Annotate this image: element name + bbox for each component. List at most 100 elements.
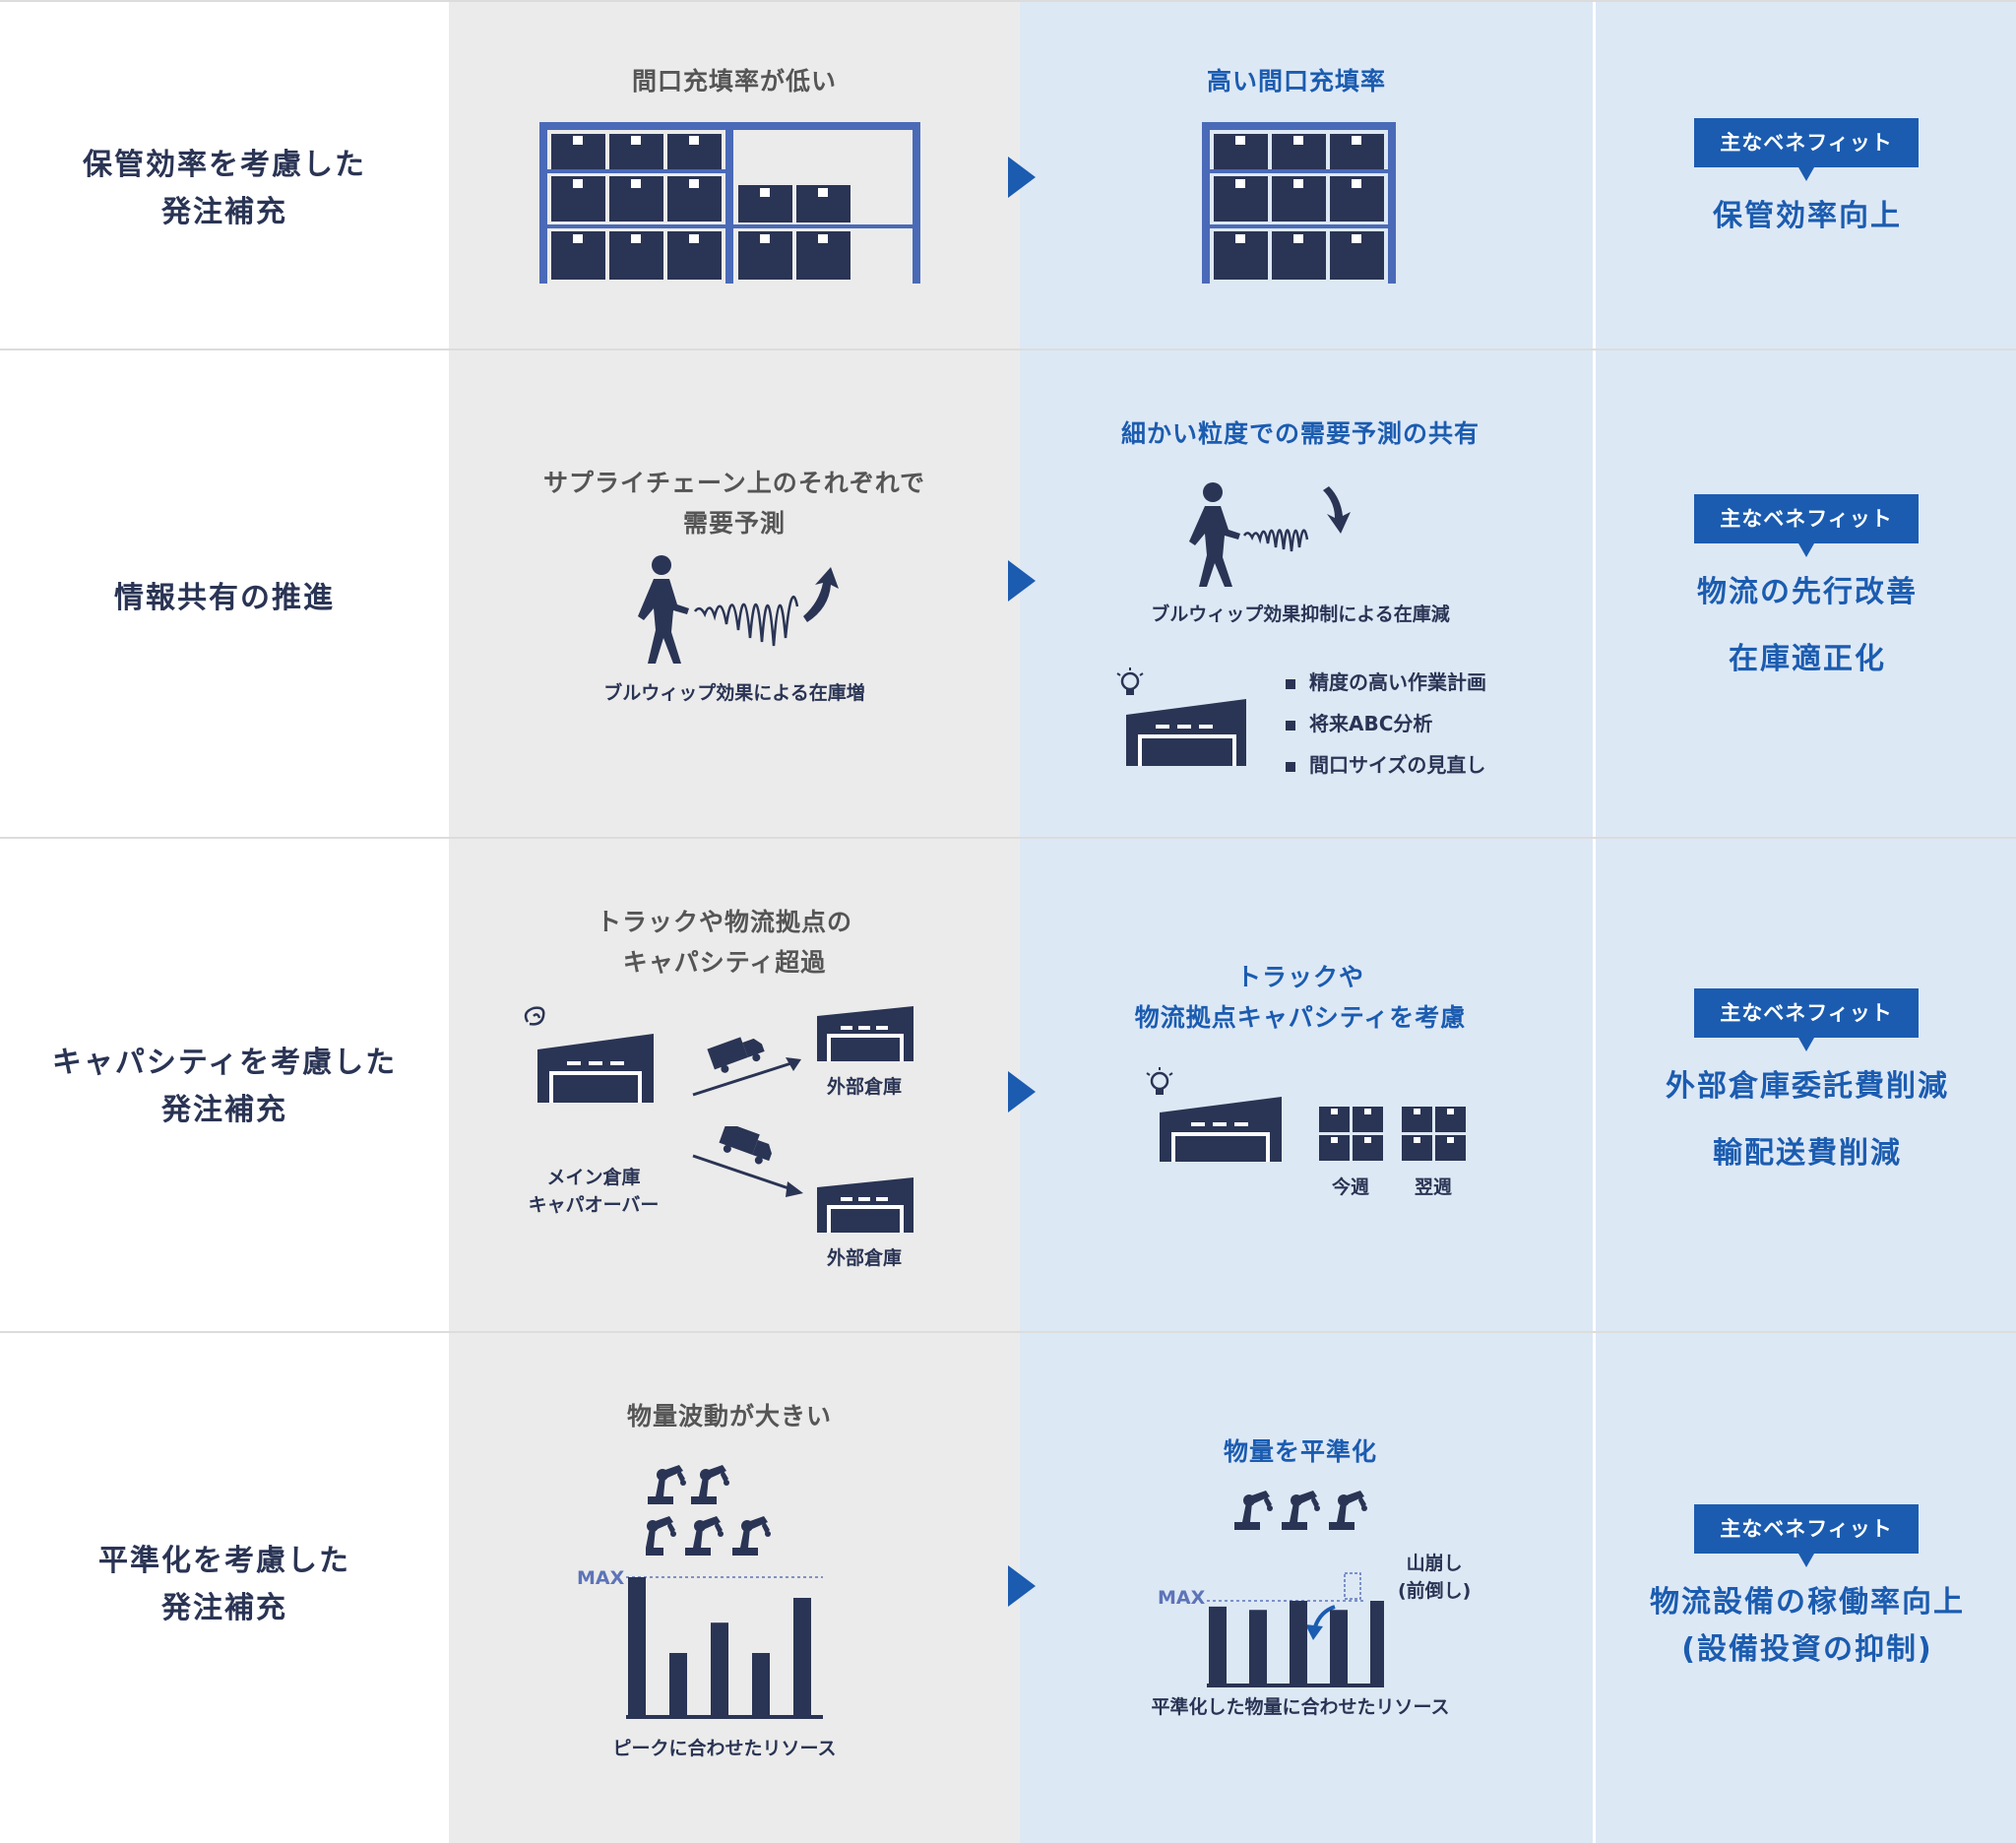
benefit-text: 在庫適正化 xyxy=(1729,642,1886,676)
benefit-text: (設備投資の抑制) xyxy=(1681,1632,1933,1667)
peak-volume-bar-chart xyxy=(626,1576,823,1719)
row-label-line: 発注補充 xyxy=(161,1591,287,1625)
bullet-item: 精度の高い作業計画 xyxy=(1286,662,1486,703)
next-week-label: 翌週 xyxy=(1414,1176,1452,1198)
row-label-line: キャパシティを考慮した xyxy=(51,1046,398,1080)
shift-arrowhead-icon xyxy=(1305,1624,1323,1640)
after-title: 物量を平準化 xyxy=(1223,1437,1377,1466)
before-caption: ブルウィップ効果による在庫増 xyxy=(603,682,865,704)
bullet-item: 将来ABC分析 xyxy=(1286,703,1486,744)
row-storage-efficiency: 保管効率を考慮した 発注補充 間口充填率が低い xyxy=(0,0,2016,349)
after-title: 細かい粒度での需要予測の共有 xyxy=(1120,419,1480,448)
row-label-cell: キャパシティを考慮した 発注補充 xyxy=(0,839,449,1331)
after-caption: ブルウィップ効果抑制による在庫減 xyxy=(1151,604,1450,625)
leveled-volume-bar-chart xyxy=(1207,1572,1384,1687)
bullwhip-small-wave-icon xyxy=(1189,482,1351,587)
benefit-text: 物流の先行改善 xyxy=(1697,575,1918,609)
benefit-badge: 主なベネフィット xyxy=(1694,118,1919,181)
this-week-boxes-icon xyxy=(1319,1107,1383,1161)
arrow-right-icon xyxy=(1008,1565,1036,1607)
row-label: キャパシティを考慮した 発注補充 xyxy=(0,1040,449,1134)
row-label-line: 情報共有の推進 xyxy=(114,581,335,615)
benefit-badge: 主なベネフィット xyxy=(1694,1504,1919,1567)
row-label: 情報共有の推進 xyxy=(0,575,449,622)
bullwhip-large-wave-icon xyxy=(638,555,839,664)
row-label-cell: 情報共有の推進 xyxy=(0,350,449,837)
row-label-cell: 平準化を考慮した 発注補充 xyxy=(0,1333,449,1843)
bullet-list: 精度の高い作業計画 将来ABC分析 間口サイズの見直し xyxy=(1286,662,1486,786)
row-label: 平準化を考慮した 発注補充 xyxy=(0,1538,449,1632)
note-line: 山崩し xyxy=(1406,1553,1463,1574)
benefit-badge: 主なベネフィット xyxy=(1694,494,1919,557)
after-cell: トラックや 物流拠点キャパシティを考慮 xyxy=(1020,839,1593,1331)
external-warehouse-icon xyxy=(817,1006,914,1061)
row-label-line: 保管効率を考慮した xyxy=(83,148,366,182)
high-fill-rack-icon xyxy=(1202,122,1396,284)
benefit-cell: 主なベネフィット 物流の先行改善 在庫適正化 xyxy=(1593,350,2016,837)
max-label: MAX xyxy=(577,1567,625,1589)
chart-bar xyxy=(752,1653,770,1715)
benefit-text: 物流設備の稼働率向上 xyxy=(1650,1585,1965,1620)
robot-arms-three-icon xyxy=(1234,1491,1367,1530)
after-title: トラックや 物流拠点キャパシティを考慮 xyxy=(1020,957,1581,1038)
leveling-note: 山崩し (前倒し) xyxy=(1398,1550,1471,1605)
low-fill-rack-icon xyxy=(539,122,920,284)
bullet-text: 将来ABC分析 xyxy=(1309,712,1433,735)
title-line: 需要予測 xyxy=(682,509,786,538)
this-week-label: 今週 xyxy=(1331,1176,1369,1198)
external-warehouse-caption: 外部倉庫 xyxy=(826,1247,902,1269)
warehouse-idea-icon xyxy=(1146,1067,1282,1162)
chart-bar xyxy=(669,1653,687,1715)
before-caption: ピークに合わせたリソース xyxy=(612,1738,837,1759)
bullet-text: 精度の高い作業計画 xyxy=(1309,670,1486,694)
caption-line: キャパオーバー xyxy=(528,1194,660,1216)
benefit-cell: 主なベネフィット 物流設備の稼働率向上 (設備投資の抑制) xyxy=(1593,1333,2016,1843)
after-title: 高い間口充填率 xyxy=(1206,67,1386,95)
chart-bar xyxy=(1249,1610,1267,1684)
arrow-right-icon xyxy=(1008,157,1036,198)
chart-bar xyxy=(711,1622,728,1715)
before-cell: 間口充填率が低い xyxy=(449,2,1020,349)
chart-bar xyxy=(1330,1610,1348,1684)
caption-line: メイン倉庫 xyxy=(546,1167,641,1188)
benefit-badge: 主なベネフィット xyxy=(1694,988,1919,1051)
before-title: トラックや物流拠点の キャパシティ超過 xyxy=(449,902,1000,983)
chart-bar xyxy=(1209,1606,1227,1684)
row-label-line: 発注補充 xyxy=(161,195,287,229)
external-warehouse-icon xyxy=(817,1177,914,1233)
external-warehouse-caption: 外部倉庫 xyxy=(826,1076,902,1098)
after-cell: 高い間口充填率 xyxy=(1020,2,1593,349)
after-caption: 平準化した物量に合わせたリソース xyxy=(1151,1696,1450,1718)
arrow-right-icon xyxy=(1008,1071,1036,1112)
row-information-sharing: 情報共有の推進 サプライチェーン上のそれぞれで 需要予測 ブルウィップ効果による… xyxy=(0,349,2016,837)
after-cell: 物量を平準化 MAX xyxy=(1020,1333,1593,1843)
robot-arms-five-icon xyxy=(646,1465,771,1556)
truck-arrow-up-icon xyxy=(692,1037,801,1097)
before-cell: 物量波動が大きい MAX xyxy=(449,1333,1020,1843)
chart-bar xyxy=(793,1598,811,1715)
after-cell: 細かい粒度での需要予測の共有 ブルウィップ効果抑制による在庫減 精度 xyxy=(1020,350,1593,837)
title-line: トラックや物流拠点の xyxy=(596,908,852,936)
before-title: サプライチェーン上のそれぞれで 需要予測 xyxy=(449,463,1020,543)
main-warehouse-overload-icon xyxy=(524,1006,654,1103)
bullet-item: 間口サイズの見直し xyxy=(1286,744,1486,786)
title-line: キャパシティ超過 xyxy=(622,948,827,977)
next-week-boxes-icon xyxy=(1402,1107,1466,1161)
row-label: 保管効率を考慮した 発注補充 xyxy=(0,142,449,236)
max-label: MAX xyxy=(1158,1587,1206,1609)
before-cell: トラックや物流拠点の キャパシティ超過 メイン倉庫 キャパオーバー xyxy=(449,839,1020,1331)
title-line: サプライチェーン上のそれぞれで xyxy=(542,469,925,497)
note-line: (前倒し) xyxy=(1398,1580,1472,1602)
before-title: 間口充填率が低い xyxy=(631,67,837,95)
moved-volume-outline xyxy=(1344,1572,1361,1600)
row-capacity: キャパシティを考慮した 発注補充 トラックや物流拠点の キャパシティ超過 メイン… xyxy=(0,837,2016,1331)
title-line: トラックや xyxy=(1235,963,1364,991)
benefit-cell: 主なベネフィット 保管効率向上 xyxy=(1593,2,2016,349)
row-leveling: 平準化を考慮した 発注補充 物量波動が大きい MAX xyxy=(0,1331,2016,1843)
warehouse-idea-icon xyxy=(1116,667,1246,766)
before-cell: サプライチェーン上のそれぞれで 需要予測 ブルウィップ効果による在庫増 xyxy=(449,350,1020,837)
chart-bar xyxy=(1370,1601,1384,1684)
benefit-cell: 主なベネフィット 外部倉庫委託費削減 輸配送費削減 xyxy=(1593,839,2016,1331)
chart-bar xyxy=(628,1577,646,1715)
benefit-text: 輸配送費削減 xyxy=(1713,1136,1902,1171)
